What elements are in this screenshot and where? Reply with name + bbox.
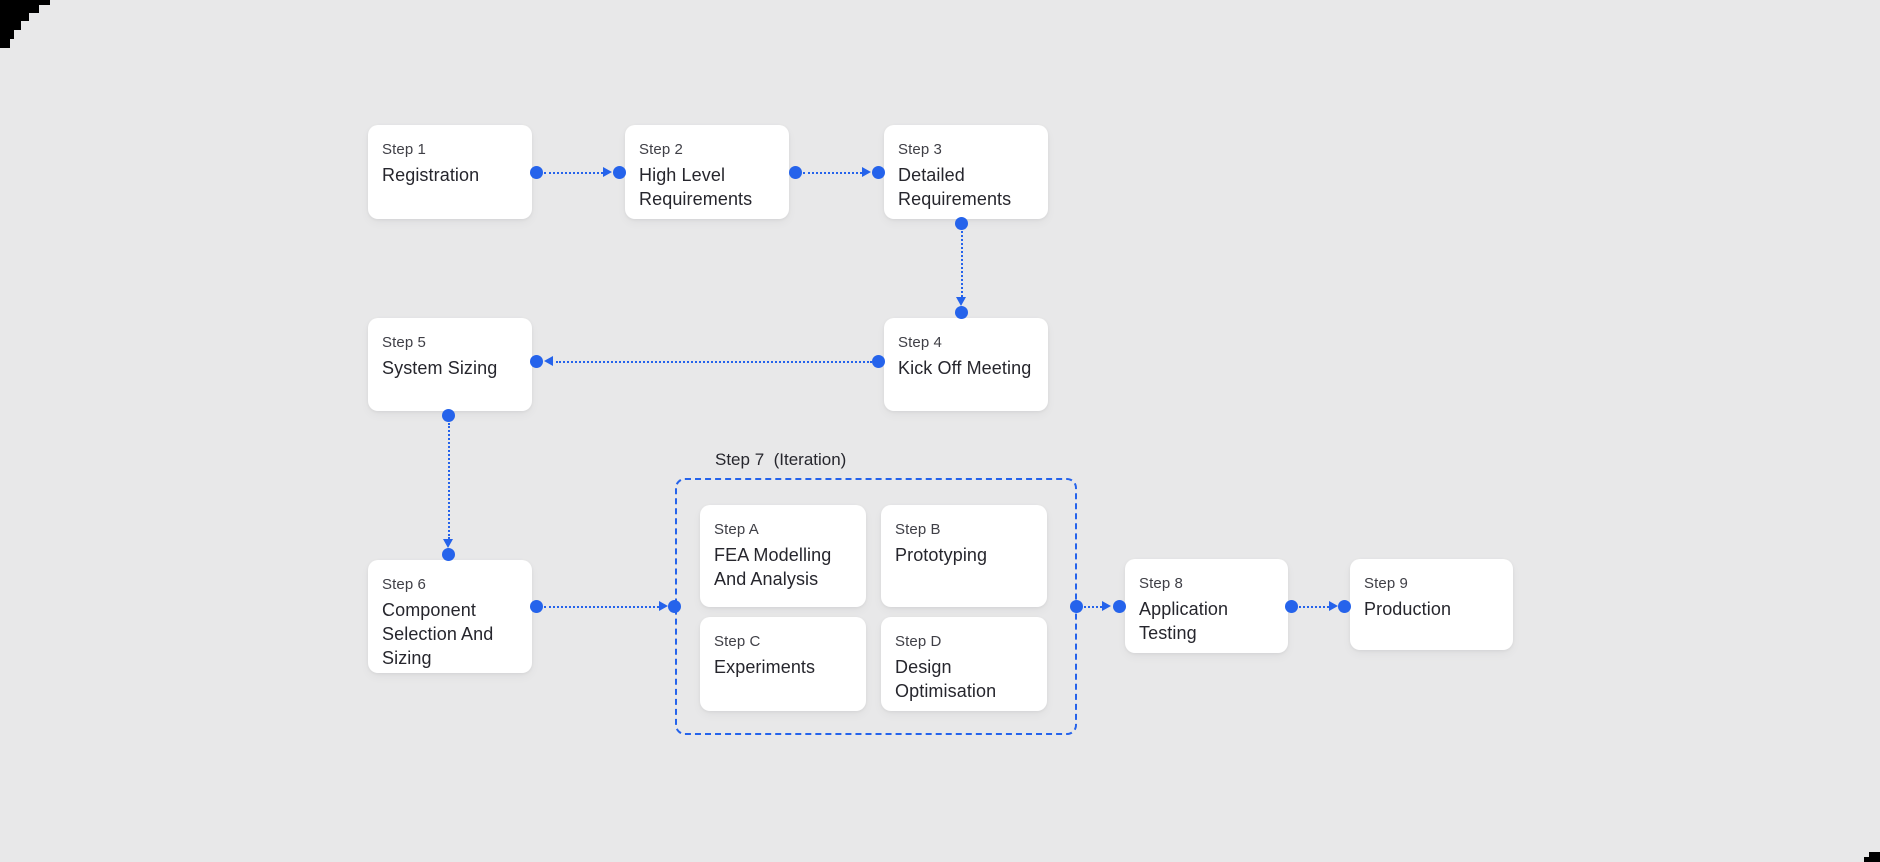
- step-title: Application Testing: [1139, 599, 1229, 643]
- step-label: Step 8: [1139, 575, 1183, 592]
- arrow-right-icon: [862, 167, 871, 177]
- node-stepB: Step B Prototyping: [881, 505, 1047, 607]
- step-label: Step 5: [382, 334, 426, 351]
- connector-dot: [872, 355, 885, 368]
- step-label: Step D: [895, 633, 942, 650]
- connector-dot: [1285, 600, 1298, 613]
- step-label: Step 6: [382, 576, 426, 593]
- step-title: System Sizing: [382, 358, 498, 378]
- step-title: FEA Modelling And Analysis: [714, 545, 832, 589]
- step-label: Step B: [895, 521, 941, 538]
- arrow-right-icon: [1329, 601, 1338, 611]
- connector-dot: [530, 166, 543, 179]
- connector-line: [544, 606, 659, 608]
- connector-line: [448, 423, 450, 539]
- connector-dot: [442, 409, 455, 422]
- connector-dot: [613, 166, 626, 179]
- connector-dot: [789, 166, 802, 179]
- connector-dot: [668, 600, 681, 613]
- node-step3: Step 3 Detailed Requirements: [884, 125, 1048, 219]
- connector-dot: [530, 600, 543, 613]
- connector-dot: [530, 355, 543, 368]
- node-step4: Step 4 Kick Off Meeting: [884, 318, 1048, 411]
- connector-dot: [955, 306, 968, 319]
- step-title: Kick Off Meeting: [898, 358, 1032, 378]
- node-stepC: Step C Experiments: [700, 617, 866, 711]
- connector-line: [1084, 606, 1102, 608]
- arrow-right-icon: [659, 601, 668, 611]
- node-step5: Step 5 System Sizing: [368, 318, 532, 411]
- connector-dot: [1338, 600, 1351, 613]
- arrow-right-icon: [1102, 601, 1111, 611]
- step-title: Detailed Requirements: [898, 165, 1012, 209]
- connector-line: [1299, 606, 1329, 608]
- corner-artifact-bottom-right: [1864, 852, 1880, 862]
- connector-dot: [442, 548, 455, 561]
- arrow-down-icon: [443, 539, 453, 548]
- step-label: Step 3: [898, 141, 942, 158]
- node-stepA: Step A FEA Modelling And Analysis: [700, 505, 866, 607]
- step-title: High Level Requirements: [639, 165, 753, 209]
- node-step6: Step 6 Component Selection And Sizing: [368, 560, 532, 673]
- node-step8: Step 8 Application Testing: [1125, 559, 1288, 653]
- step-label: Step 4: [898, 334, 942, 351]
- corner-artifact-top-left: [0, 0, 50, 48]
- node-stepD: Step D Design Optimisation: [881, 617, 1047, 711]
- connector-line: [961, 231, 963, 297]
- connector-dot: [872, 166, 885, 179]
- step-title: Experiments: [714, 657, 816, 677]
- step-label: Step 9: [1364, 575, 1408, 592]
- iteration-group-label: Step 7 (Iteration): [715, 450, 847, 469]
- node-step2: Step 2 High Level Requirements: [625, 125, 789, 219]
- node-step1: Step 1 Registration: [368, 125, 532, 219]
- connector-line: [803, 172, 862, 174]
- step-title: Registration: [382, 165, 480, 185]
- step-label: Step 1: [382, 141, 426, 158]
- connector-line: [556, 361, 872, 363]
- connector-dot: [955, 217, 968, 230]
- arrow-right-icon: [603, 167, 612, 177]
- step-title: Component Selection And Sizing: [382, 600, 494, 668]
- arrow-left-icon: [544, 356, 553, 366]
- step-label: Step A: [714, 521, 759, 538]
- step-label: Step C: [714, 633, 761, 650]
- node-step9: Step 9 Production: [1350, 559, 1513, 650]
- step-title: Prototyping: [895, 545, 988, 565]
- step-title: Production: [1364, 599, 1452, 619]
- arrow-down-icon: [956, 297, 966, 306]
- connector-line: [544, 172, 603, 174]
- connector-dot: [1070, 600, 1083, 613]
- step-label: Step 2: [639, 141, 683, 158]
- step-title: Design Optimisation: [895, 657, 997, 701]
- connector-dot: [1113, 600, 1126, 613]
